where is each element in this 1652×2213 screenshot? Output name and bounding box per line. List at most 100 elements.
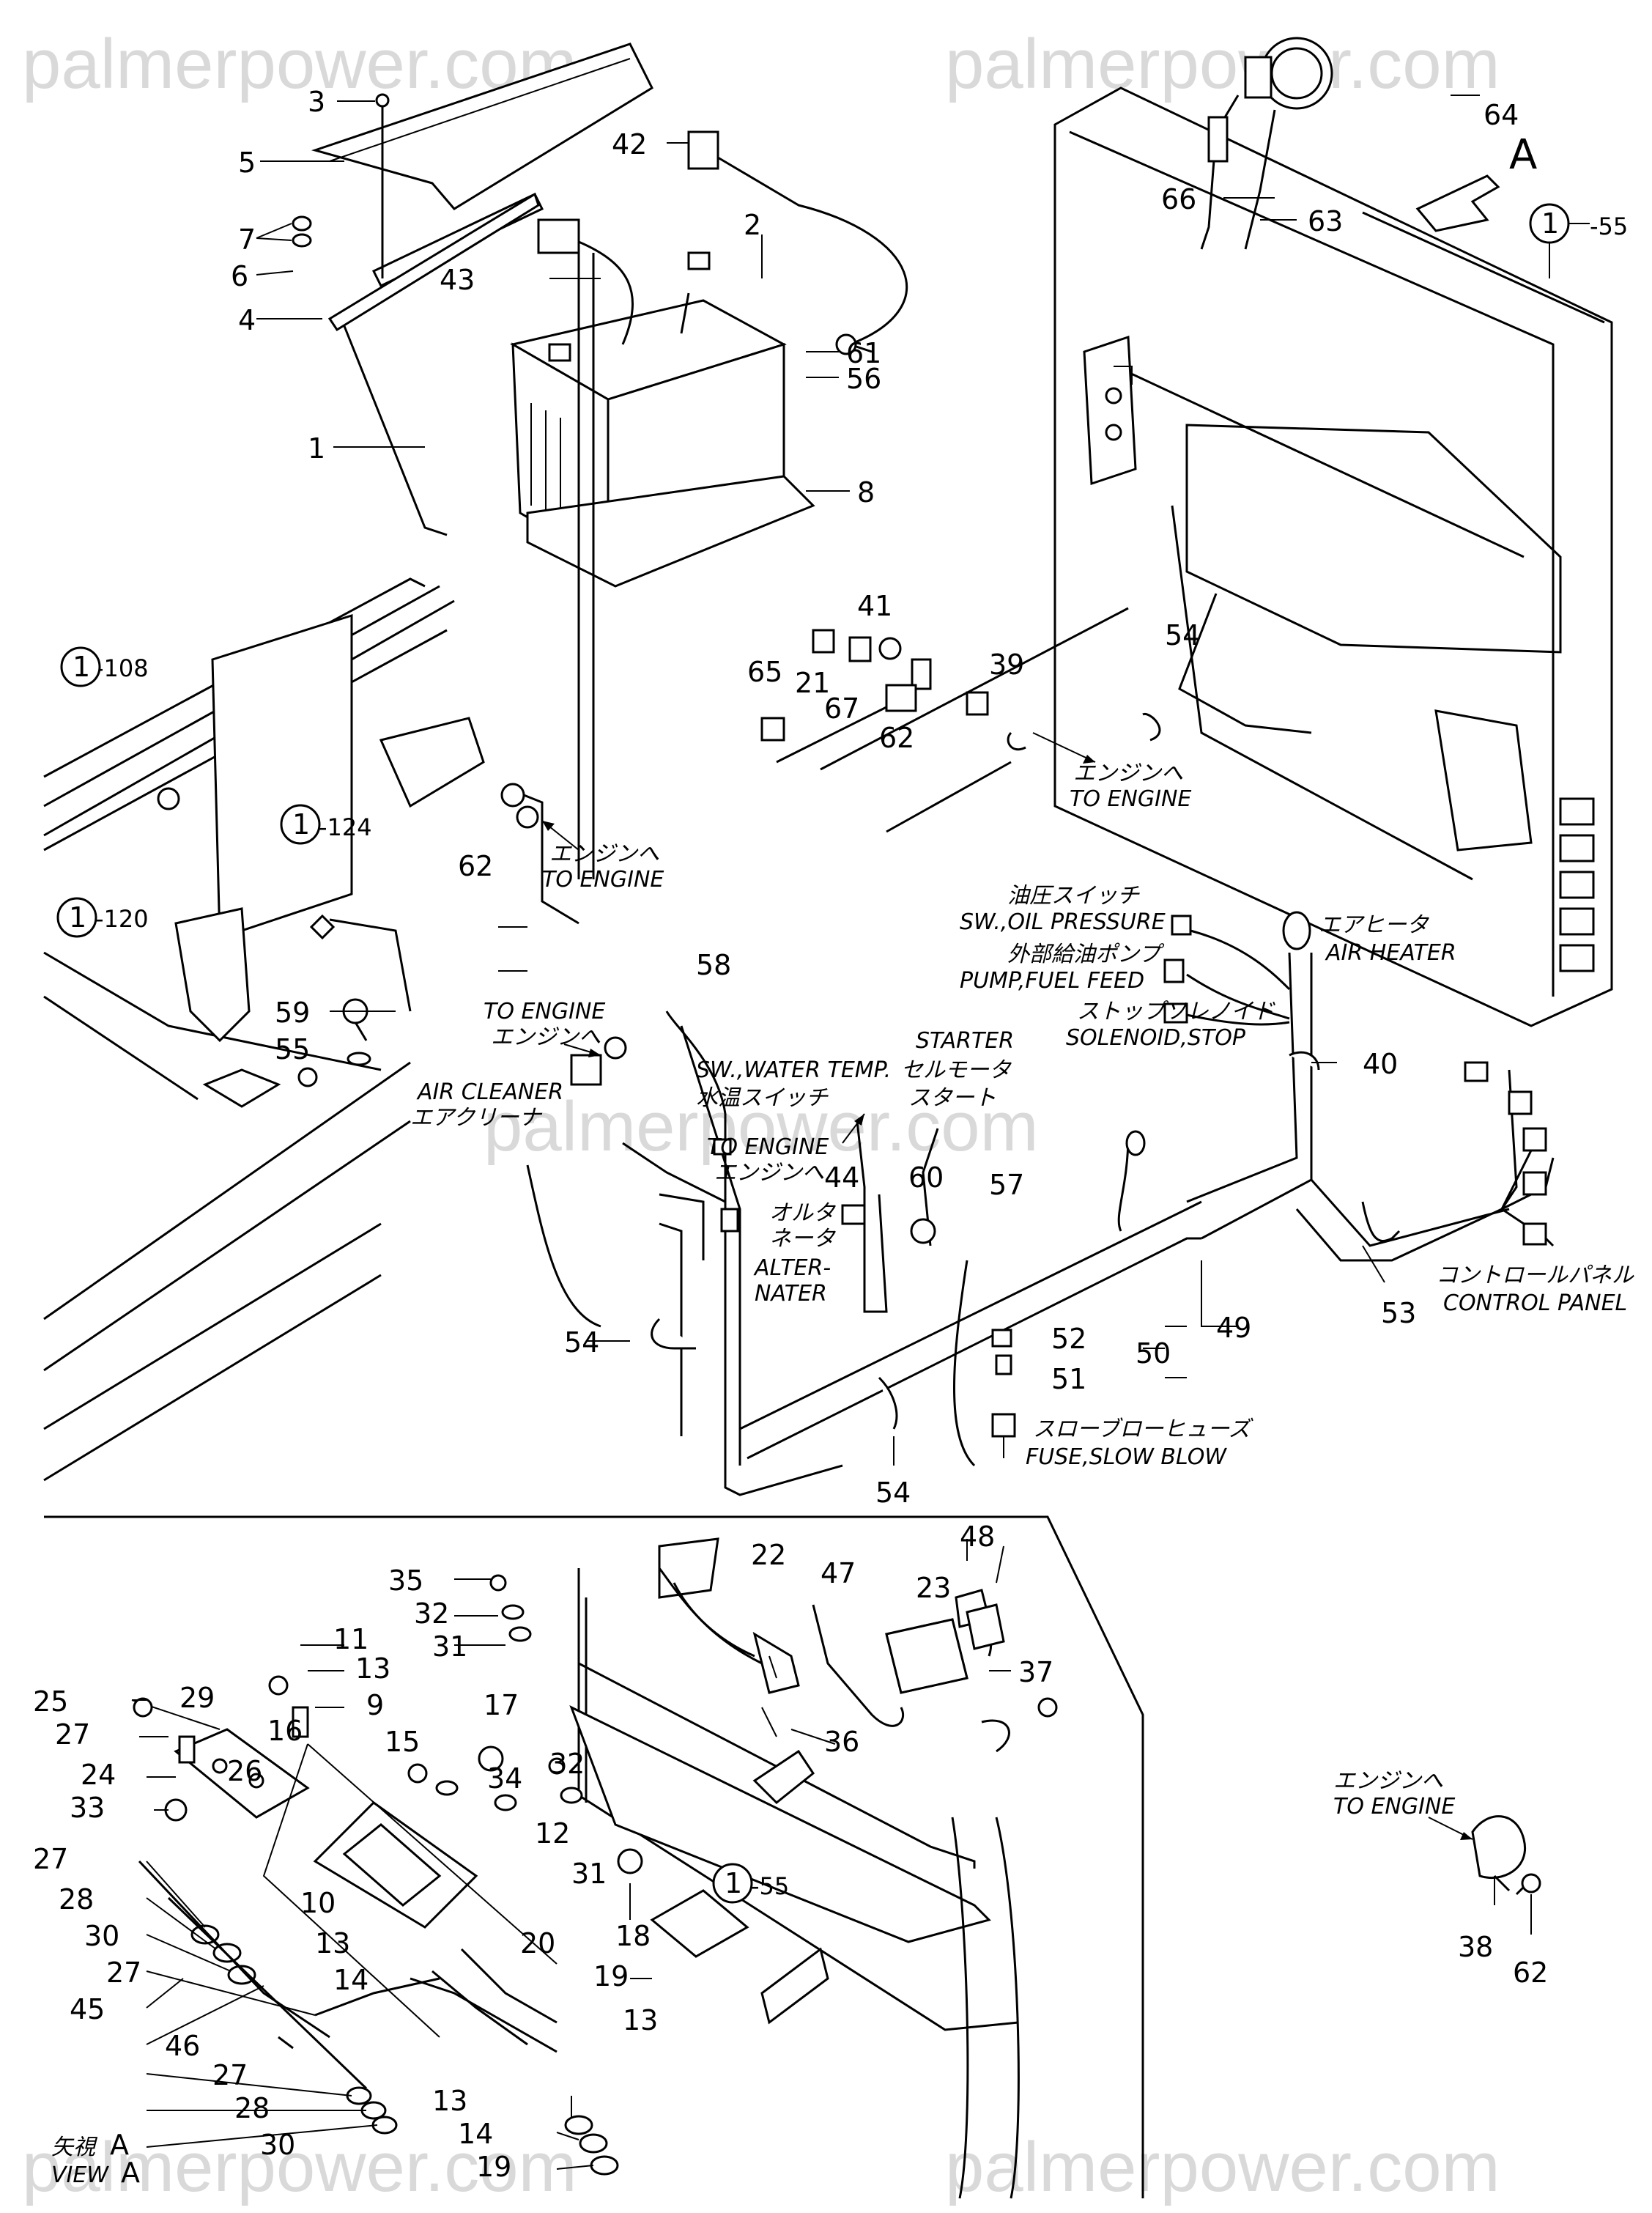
part-number: 62 <box>879 722 914 754</box>
section-divider <box>44 1515 1144 2198</box>
part-number: 31 <box>571 1858 607 1890</box>
part-number: 27 <box>33 1843 68 1875</box>
part-number: 32 <box>414 1597 449 1630</box>
alternator-en-label: ALTER- <box>753 1255 831 1281</box>
stop-solenoid-jp-label: ストップソレノイド <box>1077 999 1275 1024</box>
part-number: 20 <box>520 1927 555 1959</box>
circled-ref-marker <box>280 804 321 845</box>
part-number: 31 <box>432 1630 467 1663</box>
meter-switch-plates <box>131 1699 558 2038</box>
part-number: 30 <box>260 2129 295 2161</box>
starter-jp-label: セルモータ <box>901 1057 1012 1083</box>
part-number: 27 <box>212 2059 248 2091</box>
part-number: 62 <box>1513 1957 1548 1989</box>
circled-ref-marker <box>712 1863 753 1904</box>
part-number: 18 <box>615 1920 651 1952</box>
part-number: 58 <box>696 949 731 981</box>
part-number: 19 <box>476 2151 511 2183</box>
panel-detail <box>569 1537 1058 2199</box>
part-number: 25 <box>33 1685 68 1718</box>
part-number: 11 <box>333 1623 368 1655</box>
part-number: 35 <box>388 1564 423 1597</box>
part-number: 54 <box>1165 619 1200 651</box>
part-number: 54 <box>875 1477 911 1509</box>
part-number: 62 <box>458 850 493 882</box>
watermark-bottom-left: palmerpower.com <box>22 2128 577 2206</box>
part-number: 13 <box>432 2085 467 2117</box>
water-temp-en-label: SW.,WATER TEMP. <box>696 1057 891 1083</box>
watermark-top-left: palmerpower.com <box>22 25 577 103</box>
part-number: 38 <box>1458 1931 1493 1963</box>
part-number: 7 <box>238 223 256 256</box>
part-number: 29 <box>179 1682 215 1714</box>
ref-number: -120 <box>95 905 149 933</box>
part-number: 32 <box>549 1748 585 1780</box>
part-number: 14 <box>458 2118 493 2150</box>
part-number: 13 <box>355 1652 390 1685</box>
fuse-jp-label: スローブローヒューズ <box>1033 1416 1253 1442</box>
starter-en-label: STARTER <box>916 1028 1014 1054</box>
part-number: 36 <box>824 1726 859 1758</box>
stop-solenoid-en-label: SOLENOID,STOP <box>1066 1025 1246 1051</box>
part-number: 13 <box>623 2004 658 2036</box>
part-number: 15 <box>385 1726 420 1758</box>
control-panel-en-label: CONTROL PANEL <box>1443 1290 1627 1316</box>
control-panel-jp-label: コントロールパネル <box>1436 1263 1634 1288</box>
part-number: 44 <box>824 1161 859 1194</box>
part-number: 17 <box>484 1689 519 1721</box>
air-cleaner-en-label: AIR CLEANER <box>416 1079 563 1105</box>
to-engine-en-label: TO ENGINE <box>1070 786 1191 812</box>
part-number: 65 <box>747 656 782 688</box>
part-number: 67 <box>824 692 859 725</box>
part-number: 19 <box>593 1960 629 1992</box>
circled-ref-marker <box>1529 203 1570 244</box>
part-number: 45 <box>70 1993 105 2025</box>
part-number: 50 <box>1136 1337 1171 1370</box>
part-number: 14 <box>333 1964 368 1996</box>
cable-ties-and-bolts-center <box>760 607 1161 833</box>
part-number: 2 <box>744 209 761 241</box>
part-number: 60 <box>908 1161 944 1194</box>
part-number: 6 <box>231 260 248 292</box>
part-number: 48 <box>960 1521 995 1553</box>
alternator-jp-label: オルタ <box>769 1200 836 1226</box>
part-number: 49 <box>1216 1312 1251 1344</box>
part-number: 34 <box>487 1762 522 1795</box>
view-marker-letter: A <box>1509 131 1537 179</box>
to-engine-en-label: TO ENGINE <box>484 999 605 1024</box>
to-engine-jp-label: エンジンへ <box>491 1024 601 1050</box>
part-number: 42 <box>612 128 647 160</box>
oil-pressure-jp-label: 油圧スイッチ <box>1007 883 1140 909</box>
frame-left <box>43 577 485 1482</box>
to-engine-jp-label: エンジンへ <box>549 841 659 867</box>
battery <box>509 251 815 588</box>
vent-grille <box>1559 797 1595 972</box>
part-number: 8 <box>857 476 875 509</box>
view-label-en: VIEW <box>51 2162 109 2188</box>
part-number: 27 <box>55 1718 90 1751</box>
ref-number: -108 <box>95 654 149 682</box>
circled-ref-marker <box>56 897 97 938</box>
part-number: 4 <box>238 304 256 336</box>
to-engine-jp-label: エンジンへ <box>1333 1768 1443 1794</box>
part-number: 66 <box>1161 183 1196 215</box>
part-number: 40 <box>1363 1048 1398 1080</box>
part-number: 46 <box>165 2030 200 2062</box>
part-number: 26 <box>227 1755 262 1787</box>
fuse-en-label: FUSE,SLOW BLOW <box>1026 1444 1227 1470</box>
to-engine-jp-label: エンジンへ <box>714 1160 824 1186</box>
battery-cables <box>537 130 908 879</box>
part-number: 53 <box>1381 1297 1416 1329</box>
part-number: 3 <box>308 86 325 118</box>
part-number: 30 <box>84 1920 119 1952</box>
watermark-bottom-right: palmerpower.com <box>945 2128 1500 2206</box>
part-number: 43 <box>440 264 475 296</box>
outlet-and-connectors <box>885 1589 1005 1694</box>
part-number: 39 <box>989 649 1024 681</box>
circled-ref-marker <box>60 646 101 687</box>
part-number: 23 <box>916 1572 951 1604</box>
part-number: 28 <box>59 1883 94 1915</box>
ref-number: -55 <box>751 1872 789 1900</box>
part-number: 47 <box>821 1557 856 1589</box>
